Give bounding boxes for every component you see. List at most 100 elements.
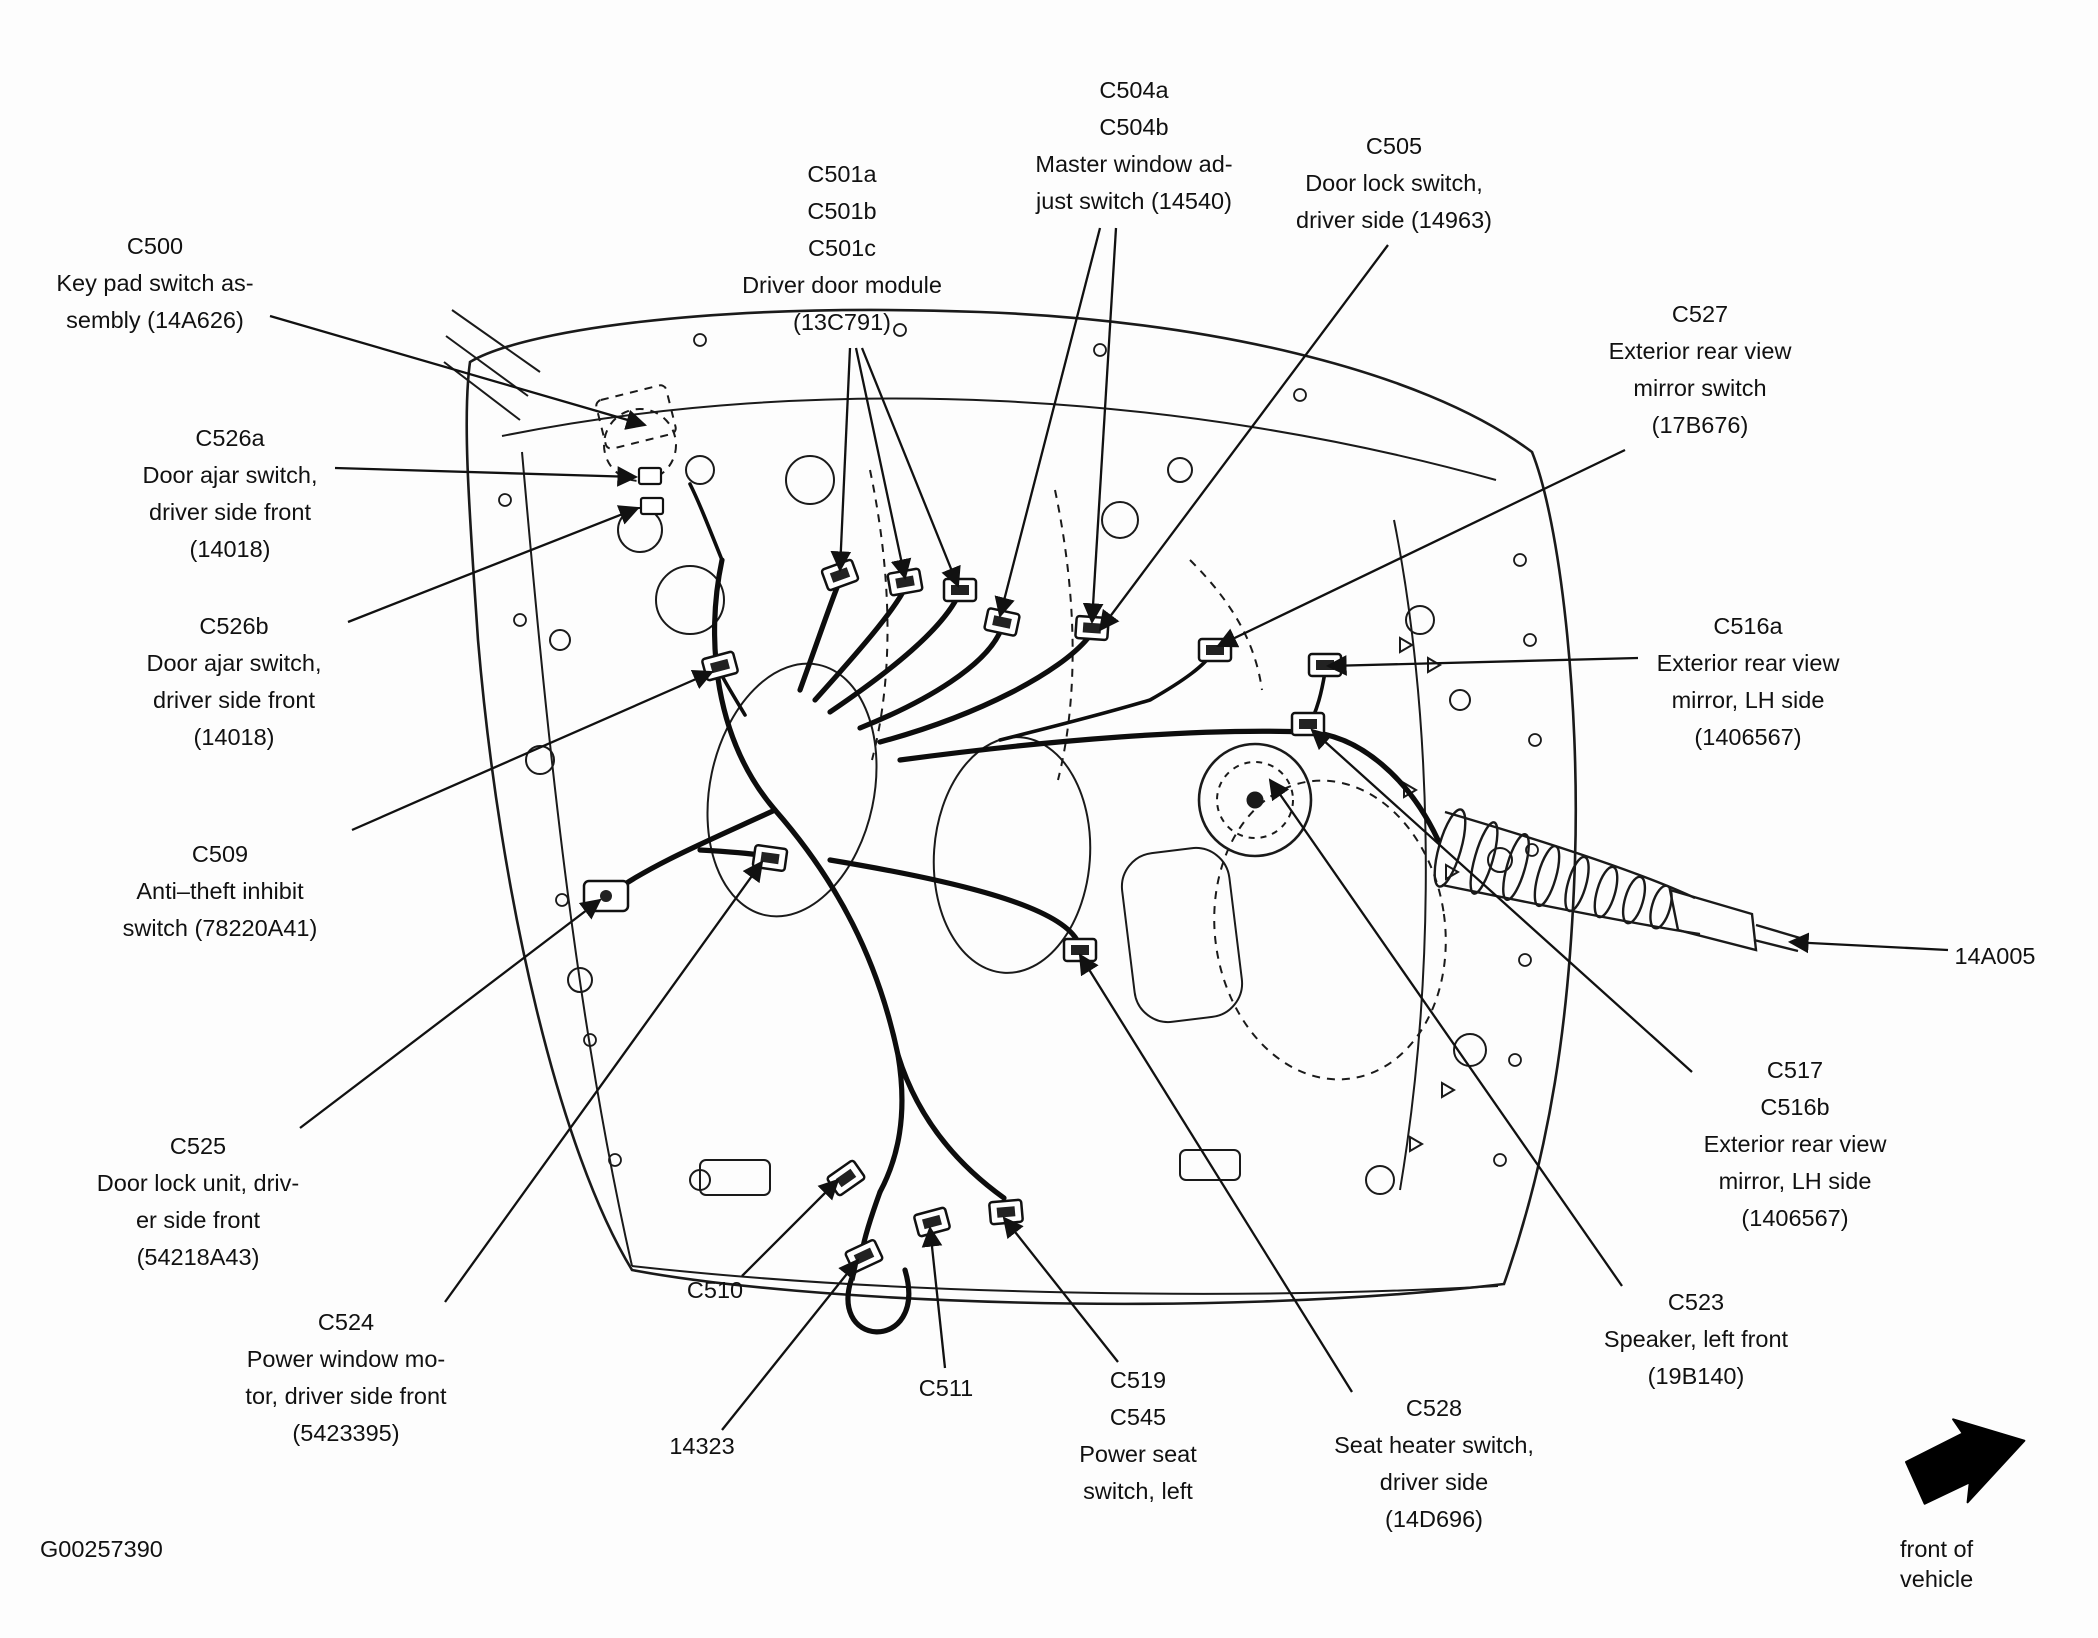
label-c519: C519 C545 Power seat switch, left (1079, 1362, 1197, 1510)
leader-c501-2 (854, 347, 912, 581)
leader-c511 (921, 1225, 947, 1369)
label-line: 14A005 (1954, 943, 2036, 969)
label-line: C525 (169, 1133, 227, 1159)
label-line: (14018) (193, 724, 275, 750)
label-line: Door ajar switch, (146, 650, 322, 676)
label-line: mirror switch (1633, 375, 1767, 401)
leader-c524 (444, 860, 764, 1303)
label-line: C510 (686, 1277, 744, 1303)
label-line: Exterior rear view (1703, 1131, 1887, 1157)
leader-c509 (351, 670, 714, 832)
label-line: Door lock switch, (1305, 170, 1483, 196)
label-line: just switch (14540) (1036, 188, 1232, 214)
connector-c524 (751, 844, 789, 872)
label-line: C526a (195, 425, 265, 451)
connector-c511 (913, 1206, 951, 1238)
leader-c501-1 (830, 347, 852, 573)
label-line: switch, left (1083, 1478, 1193, 1504)
label-line: Power seat (1079, 1441, 1197, 1467)
label-line: C516b (1760, 1094, 1830, 1120)
door-small-glyphs (1399, 636, 1460, 1153)
label-line: C516a (1713, 613, 1783, 639)
leader-14a005 (1787, 932, 1949, 954)
label-line: C509 (191, 841, 249, 867)
label-c509: C509 Anti–theft inhibit switch (78220A41… (123, 836, 318, 947)
label-line: C500 (126, 233, 184, 259)
label-line: (14018) (189, 536, 271, 562)
mirror-boot-14a005 (1433, 808, 1801, 953)
label-c523: C523 Speaker, left front (19B140) (1604, 1284, 1788, 1395)
label-line: driver side (14963) (1296, 207, 1492, 233)
label-line: C519 (1109, 1367, 1167, 1393)
label-c516a: C516a Exterior rear view mirror, LH side… (1657, 608, 1840, 756)
label-line: Power window mo- (246, 1346, 446, 1372)
label-c524: C524 Power window mo- tor, driver side f… (245, 1304, 446, 1452)
connector-c510 (826, 1159, 866, 1197)
label-c501: C501a C501b C501c Driver door module (13… (742, 156, 942, 341)
label-line: Anti–theft inhibit (136, 878, 304, 904)
label-line: (19B140) (1647, 1363, 1745, 1389)
label-line: Door ajar switch, (142, 462, 318, 488)
label-line: C511 (918, 1375, 974, 1401)
label-line: Driver door module (742, 272, 942, 298)
door-dashed-details (595, 384, 1447, 1081)
leader-14323 (721, 1258, 860, 1431)
label-c517: C517 C516b Exterior rear view mirror, LH… (1704, 1052, 1887, 1237)
label-c528: C528 Seat heater switch, driver side (14… (1334, 1390, 1534, 1538)
label-line: C501a (807, 161, 877, 187)
label-line: (14D696) (1385, 1506, 1483, 1532)
label-line: C505 (1365, 133, 1423, 159)
connector-c501c (942, 577, 978, 603)
leader-c526a (334, 466, 639, 487)
label-line: 14323 (669, 1433, 735, 1459)
leader-lines (269, 227, 1949, 1431)
label-c525: C525 Door lock unit, driv- er side front… (97, 1128, 299, 1276)
label-line: tor, driver side front (245, 1383, 447, 1409)
label-line: (17B676) (1651, 412, 1749, 438)
label-line: C524 (317, 1309, 375, 1335)
label-line: C517 (1766, 1057, 1824, 1083)
leader-c504-2 (1082, 227, 1118, 625)
label-line: C528 (1405, 1395, 1463, 1421)
label-line: (1406567) (1694, 724, 1802, 750)
label-line: mirror, LH side (1671, 687, 1825, 713)
connector-c501b (886, 567, 924, 597)
leader-c517 (1310, 728, 1693, 1073)
connectors (582, 466, 1343, 1273)
label-c505: C505 Door lock switch, driver side (1496… (1296, 128, 1492, 239)
label-c510: C510 (687, 1272, 743, 1309)
label-line: (13C791) (793, 309, 891, 335)
label-line: C526b (199, 613, 269, 639)
speaker-left-front (1197, 742, 1313, 858)
label-line: C504a (1099, 77, 1169, 103)
leader-c527 (1216, 448, 1626, 648)
leader-c504-1 (994, 227, 1102, 619)
label-line: C501b (807, 198, 877, 224)
label-line: Seat heater switch, (1334, 1432, 1534, 1458)
leader-c519 (1002, 1216, 1119, 1363)
connector-c509 (701, 650, 739, 682)
leader-c528 (1078, 953, 1353, 1393)
label-line: Door lock unit, driv- (96, 1170, 300, 1196)
front-of-vehicle-label: front of vehicle (1900, 1536, 1974, 1592)
label-line: sembly (14A626) (66, 307, 244, 333)
leader-c500 (269, 314, 647, 430)
label-line: C527 (1671, 301, 1729, 327)
label-line: C504b (1099, 114, 1169, 140)
leader-c505 (1098, 244, 1389, 632)
connector-c517 (1290, 711, 1326, 737)
figure-code: G00257390 (40, 1536, 163, 1562)
label-c526b: C526b Door ajar switch, driver side fron… (147, 608, 322, 756)
leader-c516a (1325, 655, 1639, 676)
label-line: Exterior rear view (1656, 650, 1840, 676)
label-c500: C500 Key pad switch as- sembly (14A626) (56, 228, 253, 339)
door-lock-unit-c525 (582, 879, 630, 913)
front-of-vehicle-arrow-icon (1905, 1418, 2026, 1505)
connector-c528 (1062, 937, 1098, 963)
wiring-harness (609, 482, 1441, 1335)
leader-c510 (741, 1178, 840, 1277)
label-line: (54218A43) (136, 1244, 260, 1270)
leader-c526b (347, 505, 640, 624)
label-line: C523 (1667, 1289, 1725, 1315)
